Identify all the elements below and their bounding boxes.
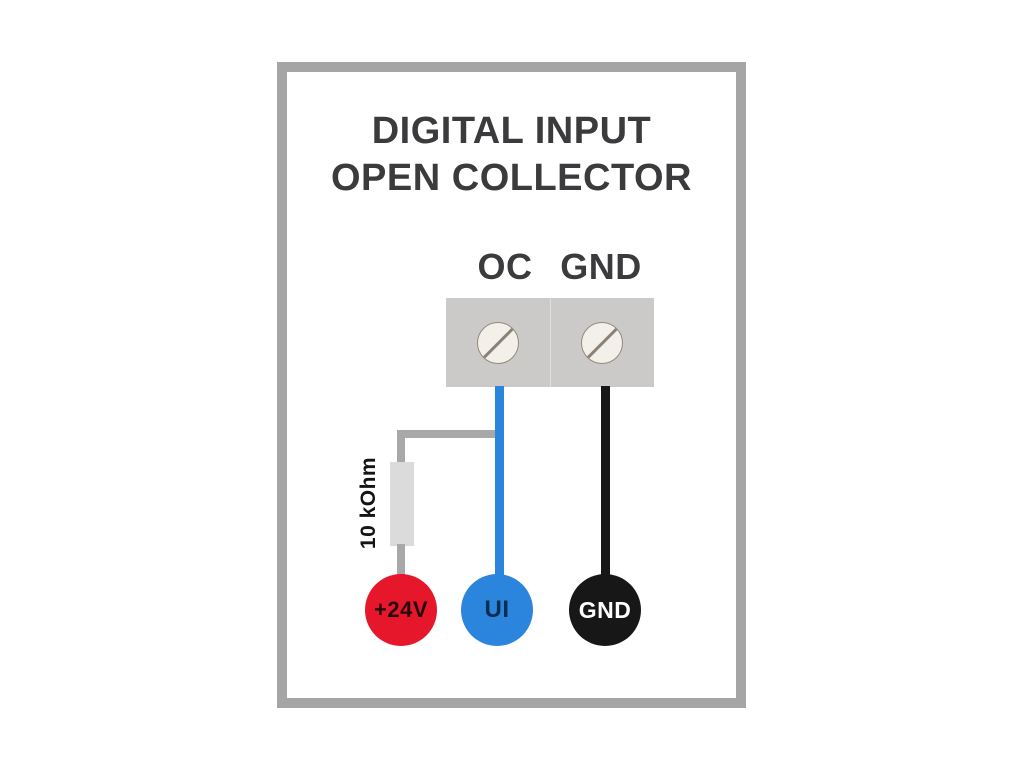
resistor-label: 10 kOhm <box>357 456 380 550</box>
terminal-oc <box>446 298 551 387</box>
terminal-label-oc: OC <box>477 246 533 287</box>
wire-blue-oc <box>495 386 504 580</box>
diagram-title: DIGITAL INPUT OPEN COLLECTOR <box>287 108 736 202</box>
title-line-1: DIGITAL INPUT <box>371 110 652 152</box>
screw-slot-icon <box>584 325 620 361</box>
resistor <box>390 462 414 546</box>
wire-gray-lower <box>397 544 405 578</box>
wire-gray-horizontal <box>397 430 495 438</box>
terminal-label-gnd: GND <box>560 246 642 287</box>
connector-ground: GND <box>569 574 641 646</box>
connector-power-24v: +24V <box>365 574 437 646</box>
title-line-2: OPEN COLLECTOR <box>331 157 692 199</box>
connector-universal-input: UI <box>461 574 533 646</box>
terminal-gnd <box>551 298 655 387</box>
screw-slot-icon <box>480 325 516 361</box>
wire-black-gnd <box>601 386 610 580</box>
wire-gray-upper <box>397 430 405 464</box>
screw-icon <box>476 321 519 364</box>
terminal-block <box>446 298 654 387</box>
screw-icon <box>581 321 624 364</box>
